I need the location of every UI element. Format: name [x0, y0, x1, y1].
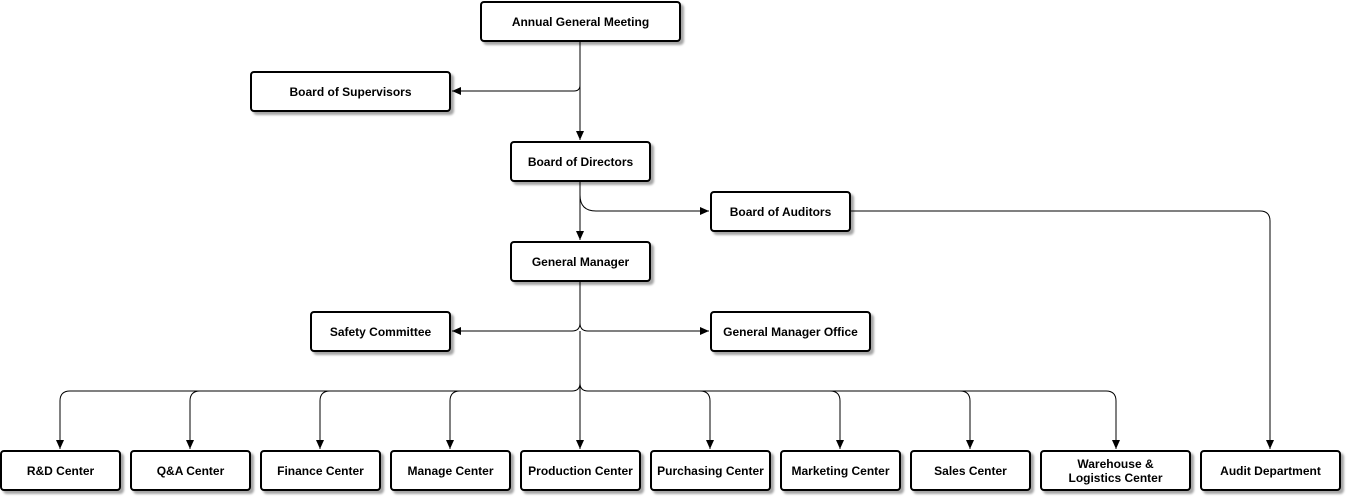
node-board-of-directors: Board of Directors	[510, 141, 651, 182]
edge-gm-finance	[316, 390, 331, 449]
node-board-of-auditors: Board of Auditors	[710, 191, 851, 232]
node-general-manager: General Manager	[510, 241, 651, 282]
edge-gm-safety	[452, 282, 581, 335]
edge-gm-bus-right	[579, 382, 1120, 449]
node-warehouse-logistics-center: Warehouse & Logistics Center	[1040, 450, 1191, 491]
edge-gm-sales	[959, 390, 974, 449]
node-production-center: Production Center	[520, 450, 641, 491]
node-rd-center: R&D Center	[0, 450, 121, 491]
node-purchasing-center: Purchasing Center	[650, 450, 771, 491]
node-marketing-center: Marketing Center	[780, 450, 901, 491]
node-finance-center: Finance Center	[260, 450, 381, 491]
edge-gm-manage	[446, 390, 461, 449]
node-general-manager-office: General Manager Office	[710, 311, 871, 352]
edge-gm-purchasing	[699, 390, 714, 449]
node-qa-center: Q&A Center	[130, 450, 251, 491]
node-annual-general-meeting: Annual General Meeting	[480, 1, 681, 42]
node-manage-center: Manage Center	[390, 450, 511, 491]
edge-gm-marketing	[829, 390, 844, 449]
node-sales-center: Sales Center	[910, 450, 1031, 491]
node-board-of-supervisors: Board of Supervisors	[250, 71, 451, 112]
edge-agm-supervisors	[452, 41, 581, 95]
edge-gm-bus-left	[56, 382, 581, 449]
node-audit-department: Audit Department	[1200, 450, 1341, 491]
edge-auditors-audit	[850, 210, 1274, 449]
edge-directors-auditors	[579, 194, 709, 215]
node-safety-committee: Safety Committee	[310, 311, 451, 352]
edge-gm-qa	[186, 390, 201, 449]
edge-gm-office	[579, 322, 709, 335]
